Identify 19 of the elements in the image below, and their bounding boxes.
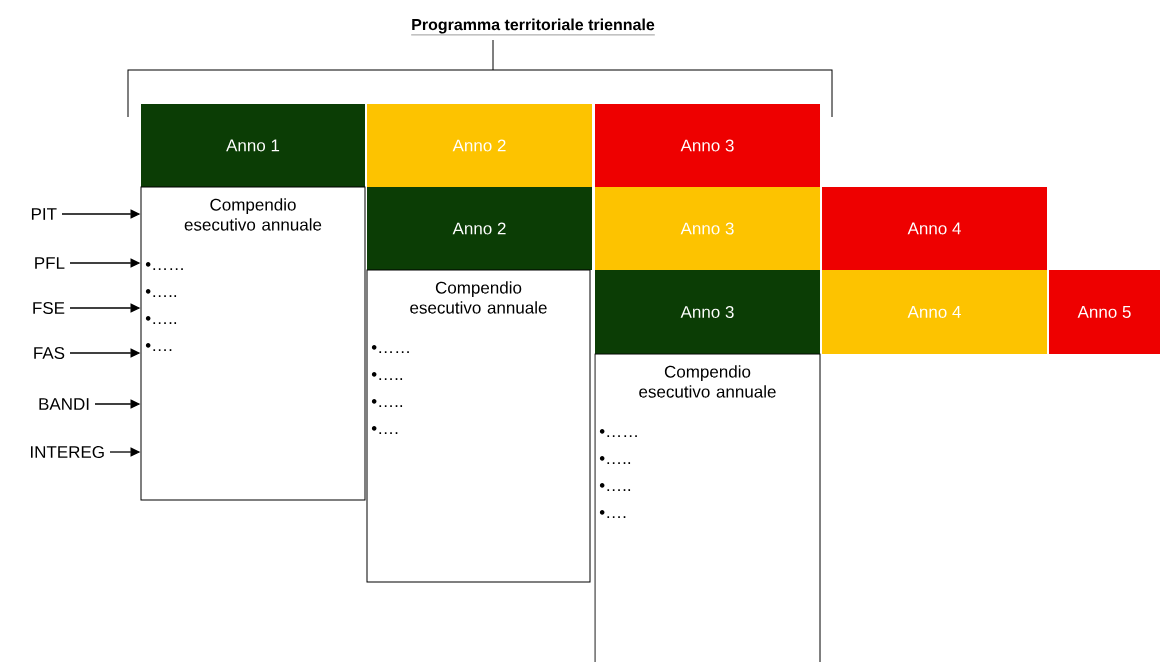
source-label: PIT bbox=[31, 208, 57, 220]
summary-box: Compendio esecutivo annuale •…… •….. •….. •…. bbox=[140, 186, 366, 501]
year-box: Anno 2 bbox=[367, 104, 592, 187]
year-box: Anno 4 bbox=[822, 187, 1047, 270]
source-label: FSE bbox=[33, 302, 65, 315]
year-box: Anno 5 bbox=[1049, 270, 1160, 354]
source-label: INTEREG bbox=[31, 446, 104, 459]
year-box: Anno 3 bbox=[595, 187, 820, 270]
summary-box: Compendio esecutivo annuale •…… •….. •….. •…. bbox=[594, 353, 821, 662]
summary-box: Compendio esecutivo annuale •…… •….. •….. •…. bbox=[366, 269, 591, 583]
year-box: Anno 4 bbox=[822, 270, 1047, 354]
source-label: PFL bbox=[35, 257, 65, 269]
source-label: FAS bbox=[34, 347, 65, 360]
year-box: Anno 3 bbox=[595, 104, 820, 187]
year-box: Anno 3 bbox=[595, 270, 820, 354]
year-box: Anno 2 bbox=[367, 187, 592, 270]
source-label: BANDI bbox=[39, 398, 89, 410]
year-box: Anno 1 bbox=[141, 104, 365, 187]
title: Programma territoriale triennale bbox=[411, 18, 656, 36]
